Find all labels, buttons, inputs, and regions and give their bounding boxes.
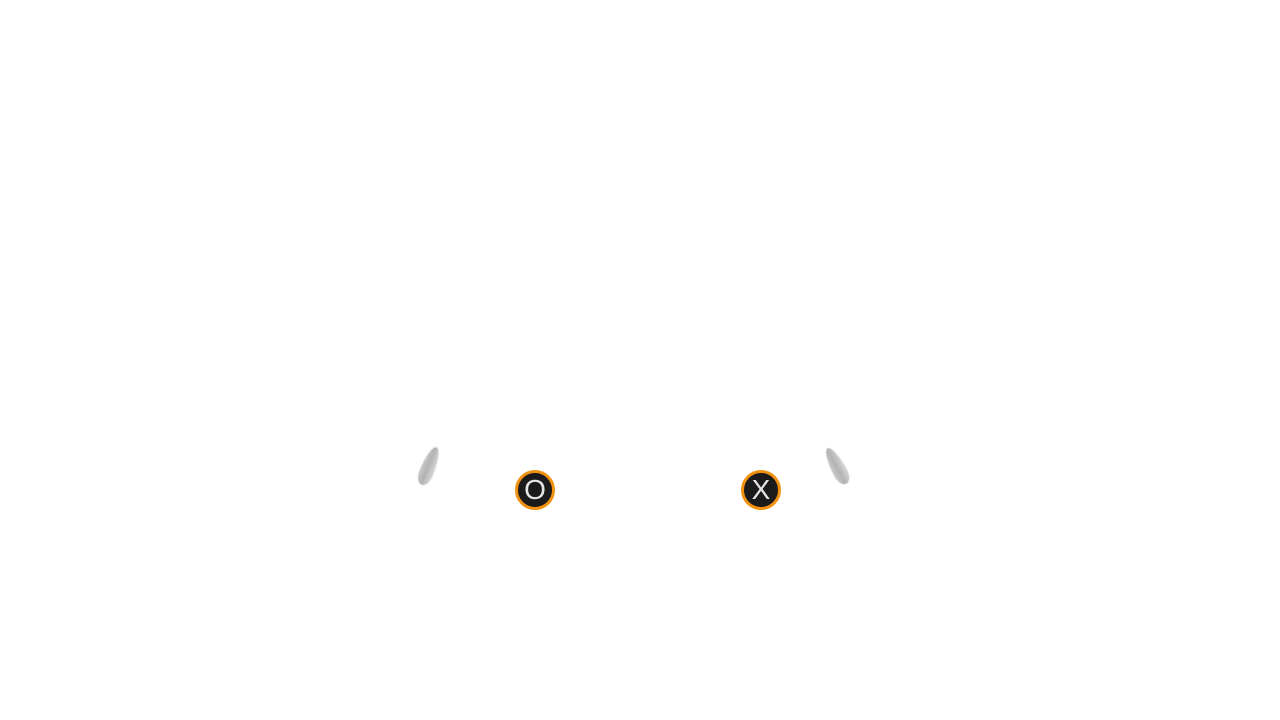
left-feather-icon: [415, 444, 443, 488]
x-button[interactable]: X: [741, 470, 781, 510]
o-button[interactable]: O: [515, 470, 555, 510]
right-feather-icon: [821, 445, 853, 487]
